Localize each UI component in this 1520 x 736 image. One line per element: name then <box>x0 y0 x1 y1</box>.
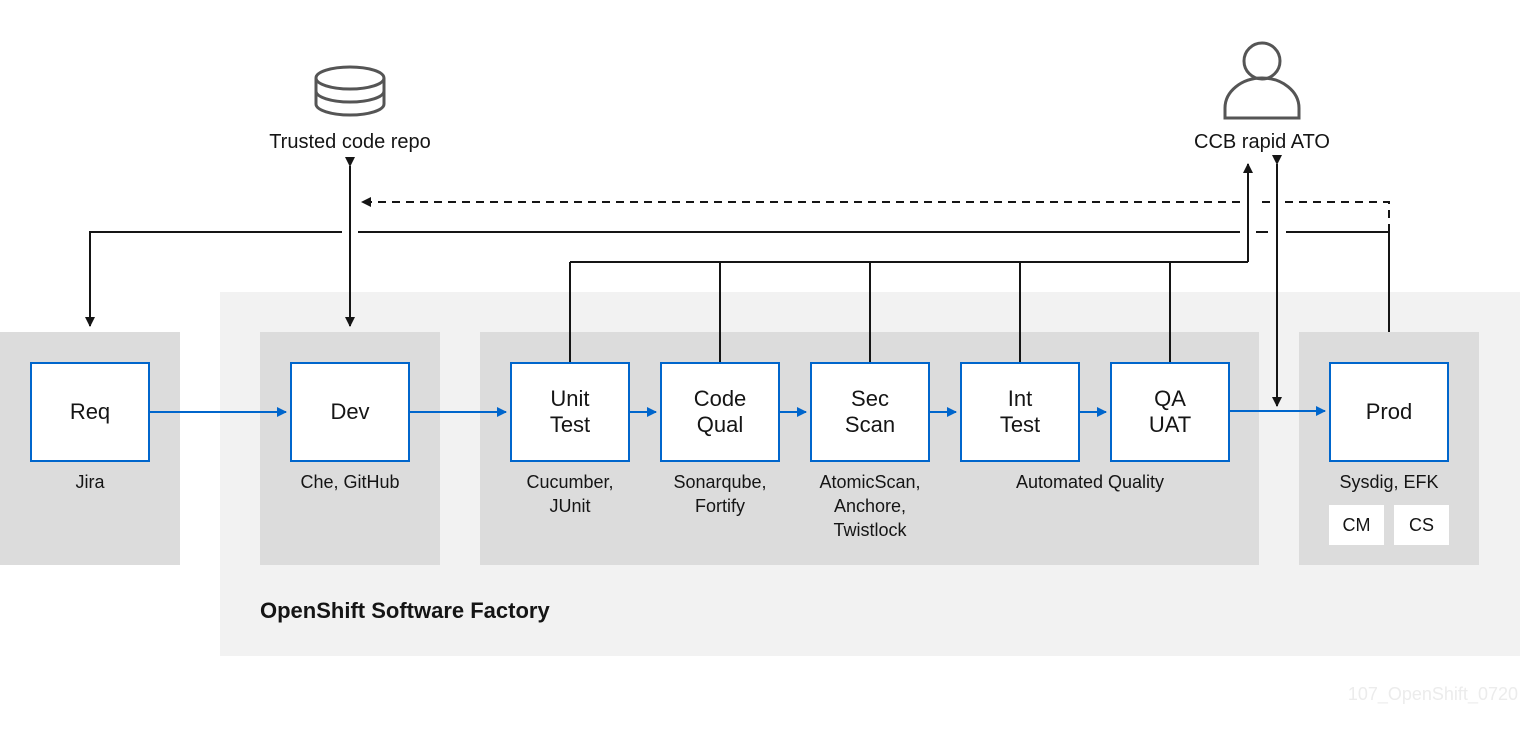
database-icon <box>314 65 386 117</box>
sec-scan-tools: AtomicScan, Anchore, Twistlock <box>819 472 921 540</box>
stage-req: Req <box>30 362 150 462</box>
prod-tools: Sysdig, EFK <box>1339 472 1439 492</box>
prod-cm-box: CM <box>1329 505 1384 545</box>
stage-qa-uat: QA UAT <box>1110 362 1230 462</box>
repo-label: Trusted code repo <box>269 131 431 153</box>
code-qual-tools: Sonarqube, Fortify <box>673 472 767 516</box>
prod-to-repo-dashed <box>1285 201 1390 232</box>
watermark: 107_OpenShift_0720 <box>1347 684 1518 704</box>
factory-title: OpenShift Software Factory <box>260 598 550 623</box>
stage-int-test: Int Test <box>960 362 1080 462</box>
automated-quality-label: Automated Quality <box>1015 472 1165 492</box>
user-icon <box>1223 41 1301 120</box>
prod-cs-box: CS <box>1394 505 1449 545</box>
ato-label: CCB rapid ATO <box>1194 131 1330 153</box>
stage-code-qual: Code Qual <box>660 362 780 462</box>
unit-test-tools: Cucumber, JUnit <box>526 472 614 516</box>
req-tools: Jira <box>75 472 105 492</box>
feedback-to-req-line <box>85 231 342 327</box>
stage-sec-scan: Sec Scan <box>810 362 930 462</box>
stage-unit-test: Unit Test <box>510 362 630 462</box>
dev-tools: Che, GitHub <box>300 472 400 492</box>
stage-dev: Dev <box>290 362 410 462</box>
stage-prod: Prod <box>1329 362 1449 462</box>
